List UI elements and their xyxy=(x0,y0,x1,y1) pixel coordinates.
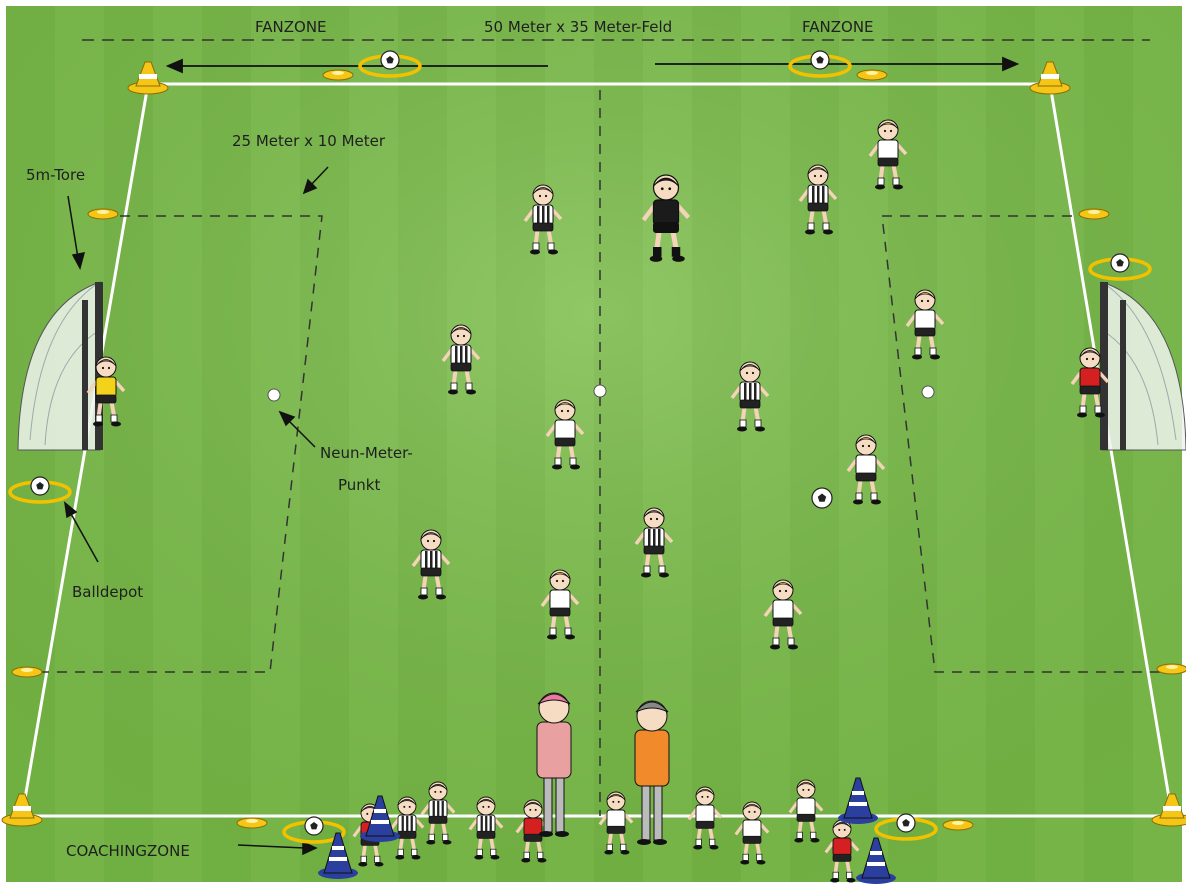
penalty-spot xyxy=(922,386,934,398)
ball-icon xyxy=(897,814,915,832)
fanzone-right-label: FANZONE xyxy=(802,18,874,36)
ball-icon xyxy=(811,51,829,69)
penalty-spot xyxy=(594,385,606,397)
ball-icon xyxy=(31,477,49,495)
marker-disc-icon xyxy=(237,818,267,828)
penalty-spot xyxy=(268,389,280,401)
marker-disc-icon xyxy=(1157,664,1186,674)
ball-depot-label: Balldepot xyxy=(72,583,143,601)
ball-icon xyxy=(381,51,399,69)
ball-icon xyxy=(305,817,323,835)
marker-disc-icon xyxy=(12,667,42,677)
goals-label: 5m-Tore xyxy=(26,166,85,184)
marker-disc-icon xyxy=(1079,209,1109,219)
grass-background xyxy=(6,6,1182,882)
marker-disc-icon xyxy=(857,70,887,80)
coaching-zone-label: COACHINGZONE xyxy=(66,842,190,860)
marker-disc-icon xyxy=(323,70,353,80)
ball-icon xyxy=(812,488,832,508)
marker-disc-icon xyxy=(943,820,973,830)
penalty-spot-label-line1: Neun-Meter- xyxy=(320,444,413,462)
penalty-spot-label-line2: Punkt xyxy=(338,476,380,494)
marker-disc-icon xyxy=(88,209,118,219)
zone-size-label: 25 Meter x 10 Meter xyxy=(232,132,386,150)
ball-icon xyxy=(1111,254,1129,272)
fanzone-left-label: FANZONE xyxy=(255,18,327,36)
field-size-label: 50 Meter x 35 Meter-Feld xyxy=(484,18,672,36)
